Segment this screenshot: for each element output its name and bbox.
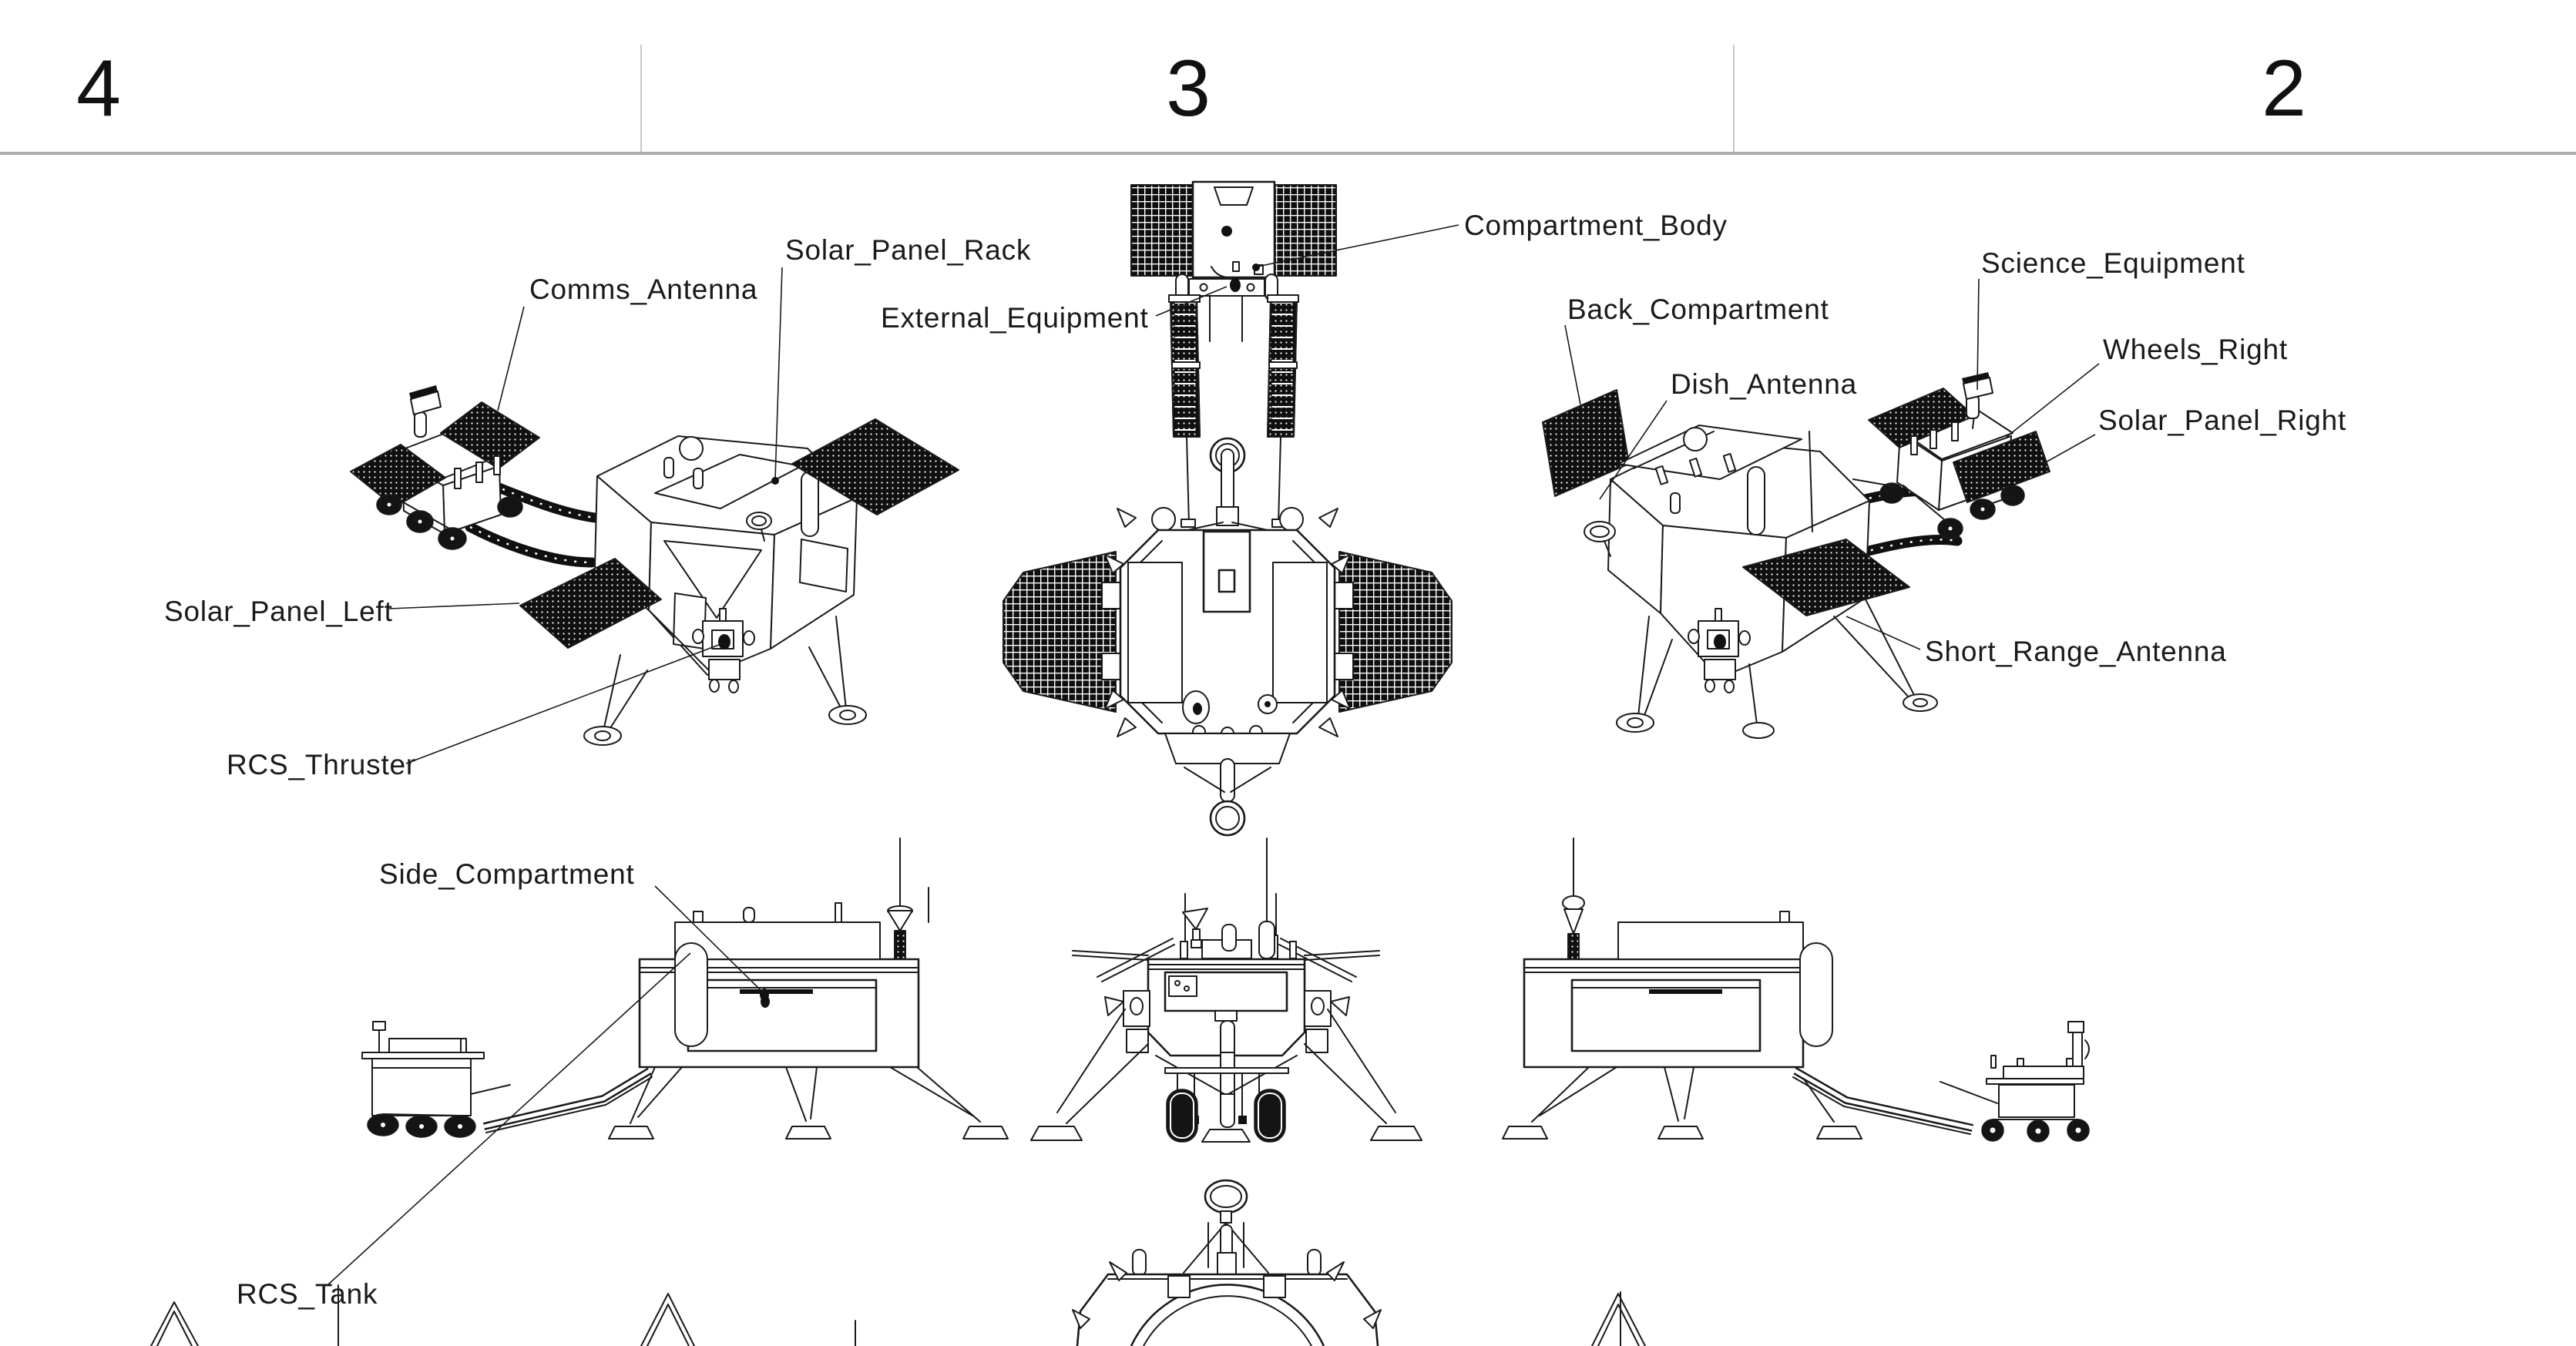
view-top-center	[1003, 180, 1453, 837]
leader-lines	[327, 224, 2100, 1286]
lander-side-right	[1502, 837, 1862, 1140]
label-short-range-antenna: Short_Range_Antenna	[1925, 636, 2227, 667]
sheet-border: 4 3 2	[0, 44, 2576, 155]
view-side-left	[361, 837, 1009, 1140]
rover-side-right	[1981, 1021, 2090, 1143]
rcs-thruster-block-right	[1688, 608, 1751, 693]
lander-dish-antenna-left-view	[746, 512, 772, 530]
view-iso-left	[350, 385, 959, 746]
solar-panel-right-panel	[1953, 431, 2050, 503]
rover-mast-camera	[410, 391, 442, 415]
view-side-right	[1502, 837, 2090, 1143]
lander-iso-right	[1542, 389, 1938, 739]
label-rcs-thruster: RCS_Thruster	[227, 749, 416, 780]
lander-dome	[679, 436, 704, 461]
lander-top-view	[1003, 437, 1453, 837]
label-compartment-body: Compartment_Body	[1464, 210, 1728, 241]
rcs-tank-shape	[674, 942, 708, 1047]
rover-iso-right	[1852, 372, 2050, 539]
label-dish-antenna: Dish_Antenna	[1671, 368, 1857, 400]
label-back-compartment: Back_Compartment	[1567, 294, 1829, 325]
label-science-equipment: Science_Equipment	[1981, 247, 2245, 279]
rover-top-view	[1130, 180, 1337, 342]
dish-antenna-shape	[1584, 521, 1616, 542]
zone-number-3: 3	[1166, 44, 1211, 133]
view-rear-bottom	[150, 1179, 1646, 1346]
front-dish-antenna	[1182, 908, 1208, 930]
lander-iso-left	[519, 418, 959, 746]
transfer-ramp-rails	[1168, 294, 1299, 528]
science-equipment-shape	[1963, 377, 1993, 400]
label-wheels-right: Wheels_Right	[2103, 334, 2288, 365]
zone-number-2: 2	[2262, 44, 2306, 133]
label-solar-panel-right: Solar_Panel_Right	[2098, 404, 2346, 436]
label-rcs-tank: RCS_Tank	[237, 1278, 378, 1310]
view-front-center	[1030, 837, 1422, 1143]
zone-number-4: 4	[76, 44, 121, 133]
view-iso-right	[1542, 372, 2050, 739]
lander-solar-wing-left	[1003, 551, 1117, 713]
stowed-rover-wheels	[1166, 1089, 1286, 1143]
rover-right-solar-panel	[440, 401, 540, 469]
label-external-equipment: External_Equipment	[881, 302, 1149, 334]
solar-panel-left-panel	[519, 558, 662, 649]
rover-iso-left	[350, 385, 540, 550]
solar-panel-rack-panel	[791, 418, 959, 515]
label-solar-panel-left: Solar_Panel_Left	[164, 596, 393, 627]
callout-labels: Comms_Antenna Solar_Panel_Rack External_…	[164, 210, 2346, 1310]
label-solar-panel-rack: Solar_Panel_Rack	[785, 234, 1031, 266]
lander-side-left	[608, 837, 1009, 1140]
short-range-antenna-panel	[1742, 539, 1910, 616]
lander-solar-wing-right	[1338, 551, 1453, 713]
external-equipment-target	[1230, 278, 1241, 292]
label-side-compartment: Side_Compartment	[379, 858, 635, 890]
rover-side-left	[361, 1021, 511, 1138]
rover-left-solar-panel	[350, 444, 446, 508]
label-comms-antenna: Comms_Antenna	[529, 274, 757, 305]
rcs-thruster-block	[692, 608, 755, 693]
